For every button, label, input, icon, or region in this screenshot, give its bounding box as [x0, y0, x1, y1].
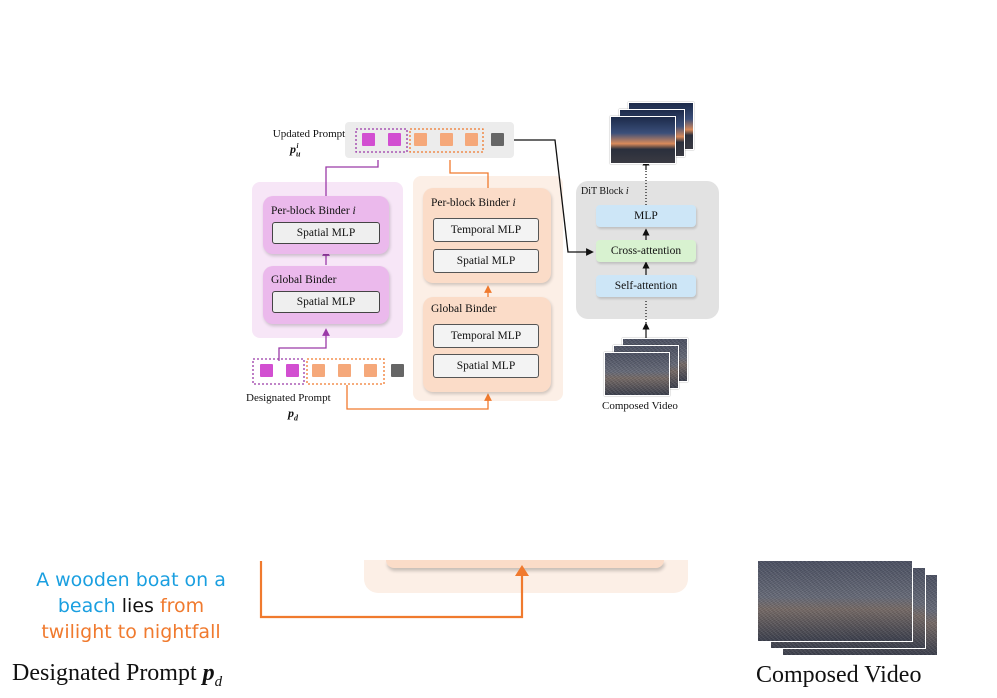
- designated-prompt-label: Designated Prompt: [246, 392, 331, 404]
- designated-token-spatial-1: [260, 364, 273, 377]
- temporal-global-binder-title: Global Binder: [431, 303, 497, 315]
- designated-token-temporal-3: [364, 364, 377, 377]
- updated-token-spatial-1: [362, 133, 375, 146]
- zoom-prompt-text: A wooden boat on a beach lies from twili…: [0, 567, 262, 645]
- temporal-per-block-spatial-mlp: Spatial MLP: [433, 249, 539, 273]
- dit-self-attention: Self-attention: [596, 275, 696, 297]
- designated-token-spatial-2: [286, 364, 299, 377]
- temporal-per-block-temporal-mlp: Temporal MLP: [433, 218, 539, 242]
- spatial-per-block-binder-title: Per-block Binder: [271, 205, 350, 217]
- zoom-composed-frame-1: [757, 560, 913, 642]
- updated-token-spatial-2: [388, 133, 401, 146]
- temporal-per-block-binder-title: Per-block Binder: [431, 197, 510, 209]
- designated-token-temporal-1: [312, 364, 325, 377]
- spatial-per-block-binder: Per-block Binder i Spatial MLP: [263, 196, 389, 254]
- spatial-per-block-spatial-mlp: Spatial MLP: [272, 222, 380, 244]
- temporal-global-spatial-mlp: Spatial MLP: [433, 354, 539, 378]
- updated-prompt-symbol: pui: [290, 142, 301, 159]
- updated-token-temporal-2: [440, 133, 453, 146]
- dit-block-title: DiT Block i: [581, 186, 629, 197]
- updated-token-temporal-1: [414, 133, 427, 146]
- composed-video-label: Composed Video: [602, 400, 678, 412]
- dit-cross-attention: Cross-attention: [596, 240, 696, 262]
- output-frame-1: [610, 116, 676, 164]
- composed-frame-1: [604, 352, 670, 396]
- zoom-prompt-line-2: beach lies from: [57, 595, 205, 617]
- spatial-global-binder-title: Global Binder: [271, 274, 337, 286]
- zoom-prompt-line-1: A wooden boat on a: [36, 569, 226, 591]
- temporal-global-temporal-mlp: Temporal MLP: [433, 324, 539, 348]
- updated-token-temporal-3: [465, 133, 478, 146]
- designated-token-temporal-2: [338, 364, 351, 377]
- spatial-global-binder: Global Binder Spatial MLP: [263, 266, 389, 324]
- zoom-composed-video-label: Composed Video: [756, 662, 922, 688]
- dit-mlp: MLP: [596, 205, 696, 227]
- updated-token-other: [491, 133, 504, 146]
- zoom-designated-prompt-label: Designated Prompt pd: [12, 660, 223, 690]
- zoom-global-binder-edge: [386, 560, 664, 568]
- designated-token-other: [391, 364, 404, 377]
- spatial-global-spatial-mlp: Spatial MLP: [272, 291, 380, 313]
- zoom-prompt-line-3: twilight to nightfall: [41, 621, 221, 643]
- updated-prompt-label: Updated Prompt: [272, 128, 346, 140]
- temporal-global-binder: Global Binder Temporal MLP Spatial MLP: [423, 297, 551, 392]
- designated-prompt-symbol: pd: [288, 406, 298, 423]
- temporal-per-block-binder: Per-block Binder i Temporal MLP Spatial …: [423, 188, 551, 283]
